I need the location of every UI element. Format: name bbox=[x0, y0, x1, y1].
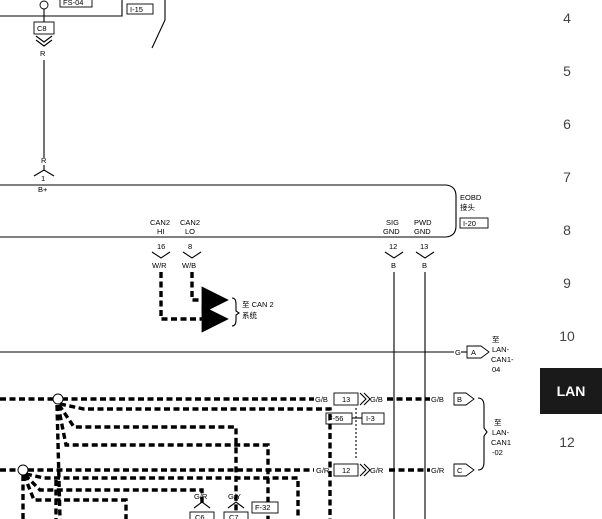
fuse-ref-id: I-15 bbox=[130, 5, 143, 14]
lan-section-tab[interactable]: LAN bbox=[540, 368, 602, 414]
can2-wires: 至 CAN 2 系统 bbox=[159, 272, 274, 333]
lower-wire-right: G/R bbox=[370, 466, 384, 475]
page-index-9[interactable]: 9 bbox=[563, 275, 571, 291]
pin-number: 16 bbox=[157, 242, 165, 251]
ref-bc-line3: CAN1 bbox=[491, 438, 511, 447]
ref-a-wire: G bbox=[455, 348, 461, 357]
pin1-number: 1 bbox=[41, 174, 45, 183]
bottom-conn1-badge bbox=[189, 511, 215, 519]
upper-wire-end: G/B bbox=[431, 395, 444, 404]
ref-bc-line4: -02 bbox=[492, 448, 503, 457]
pin-name: CAN2 bbox=[150, 218, 170, 227]
upper-conn1: F-56 bbox=[328, 414, 343, 423]
page-index-12[interactable]: 12 bbox=[559, 434, 575, 450]
pin1-wire-color: R bbox=[41, 156, 47, 165]
pin-1-connector: R 1 B+ bbox=[33, 156, 55, 194]
bottom-conn2: C7 bbox=[229, 513, 239, 519]
pin-can2-lo: CAN2 LO 8 W/B bbox=[180, 218, 202, 270]
lower-pin-box bbox=[333, 463, 359, 477]
upper-splice bbox=[52, 393, 64, 405]
shield-line bbox=[151, 0, 166, 49]
upper-conn2: I-3 bbox=[366, 414, 375, 423]
ref-a-line1: 至 bbox=[492, 335, 500, 344]
ref-a-letter: A bbox=[471, 348, 476, 357]
page-index-5[interactable]: 5 bbox=[563, 63, 571, 79]
page-index-10[interactable]: 10 bbox=[559, 328, 575, 344]
page-index-6[interactable]: 6 bbox=[563, 116, 571, 132]
ref-c-flag bbox=[453, 463, 475, 477]
bottom-conn-ref: F-32 bbox=[255, 503, 270, 512]
eobd-name: EOBD bbox=[460, 193, 482, 202]
upper-bus: G/B 13 G/B G/B B F-56 I-3 bbox=[0, 392, 475, 460]
pin1-label: B+ bbox=[38, 185, 48, 194]
can2-dest-line2: 系统 bbox=[242, 310, 257, 320]
page-index-4[interactable]: 4 bbox=[563, 10, 571, 26]
can2-dest-line1: 至 CAN 2 bbox=[242, 300, 274, 309]
bottom-connectors: G/R G/Y F-32 C6 C7 bbox=[189, 492, 279, 519]
ref-b-flag bbox=[453, 392, 475, 406]
bottom-conn-ref-badge bbox=[251, 501, 279, 514]
lower-bus: G/R 12 G/R G/R C bbox=[0, 463, 475, 477]
c8-label: C8 bbox=[37, 24, 47, 33]
ref-a-line: G A 至 LAN- CAN1- 04 bbox=[0, 335, 514, 374]
upper-conn2-badge bbox=[361, 412, 385, 425]
pin-number: 12 bbox=[389, 242, 397, 251]
ref-a-flag bbox=[466, 345, 490, 359]
fuse-connector-badge bbox=[59, 0, 93, 8]
page-index-8[interactable]: 8 bbox=[563, 222, 571, 238]
bottom-conn1: C6 bbox=[195, 513, 205, 519]
pin-pwd-gnd: PWD GND 13 B bbox=[414, 218, 435, 270]
pin-name: LO bbox=[185, 227, 195, 236]
lower-wire-left: G/R bbox=[316, 466, 330, 475]
pin-name: GND bbox=[383, 227, 400, 236]
pin-name: HI bbox=[157, 227, 165, 236]
pin-name: SIG bbox=[386, 218, 399, 227]
pin-name: GND bbox=[414, 227, 431, 236]
ref-bc-line2: LAN- bbox=[492, 428, 510, 437]
pin-name: PWD bbox=[414, 218, 432, 227]
upper-pin: 13 bbox=[342, 395, 350, 404]
ref-bc-line1: 至 bbox=[494, 418, 502, 427]
pin-wire: B bbox=[422, 261, 427, 270]
connector-c8: C8 R bbox=[33, 21, 55, 58]
fuse-ref-badge bbox=[126, 3, 154, 15]
pin-name: CAN2 bbox=[180, 218, 200, 227]
lower-pin: 12 bbox=[342, 466, 350, 475]
bottom-wire2: G/Y bbox=[228, 492, 241, 501]
fuse-box: FS-04 I-15 bbox=[0, 0, 166, 49]
can2-brace bbox=[231, 297, 240, 327]
lower-branches bbox=[21, 472, 300, 519]
ref-c-letter: C bbox=[457, 466, 463, 475]
pin-number: 13 bbox=[420, 242, 428, 251]
pin-wire: W/R bbox=[152, 261, 167, 270]
fuse-symbol bbox=[39, 0, 49, 10]
fuse-connector-id: FS-04 bbox=[63, 0, 83, 7]
ref-a-line2: LAN- bbox=[492, 345, 510, 354]
bottom-wire1: G/R bbox=[194, 492, 208, 501]
c8-wire-color: R bbox=[40, 49, 46, 58]
eobd-connector-body: EOBD 接头 I-20 bbox=[0, 184, 489, 238]
ref-bc-label: 至 LAN- CAN1 -02 bbox=[477, 397, 511, 471]
lower-wire-end: G/R bbox=[431, 466, 445, 475]
upper-wire-right: G/B bbox=[370, 395, 383, 404]
pin-wire: B bbox=[391, 261, 396, 270]
pin-number: 8 bbox=[188, 242, 192, 251]
eobd-connector-badge bbox=[459, 217, 489, 229]
pin-sig-gnd: SIG GND 12 B bbox=[383, 218, 404, 270]
upper-wire-left: G/B bbox=[315, 395, 328, 404]
upper-pin-box bbox=[333, 392, 359, 406]
ref-a-line3: CAN1- bbox=[491, 355, 514, 364]
page-index-7[interactable]: 7 bbox=[563, 169, 571, 185]
pin-can2-hi: CAN2 HI 16 W/R bbox=[150, 218, 171, 270]
ref-b-letter: B bbox=[457, 395, 462, 404]
bottom-conn2-badge bbox=[223, 511, 249, 519]
eobd-connector-id: I-20 bbox=[463, 219, 476, 228]
eobd-name-cn: 接头 bbox=[460, 202, 475, 212]
pin-wire: W/B bbox=[182, 261, 196, 270]
upper-branches bbox=[55, 402, 332, 519]
ref-a-line4: 04 bbox=[492, 365, 500, 374]
